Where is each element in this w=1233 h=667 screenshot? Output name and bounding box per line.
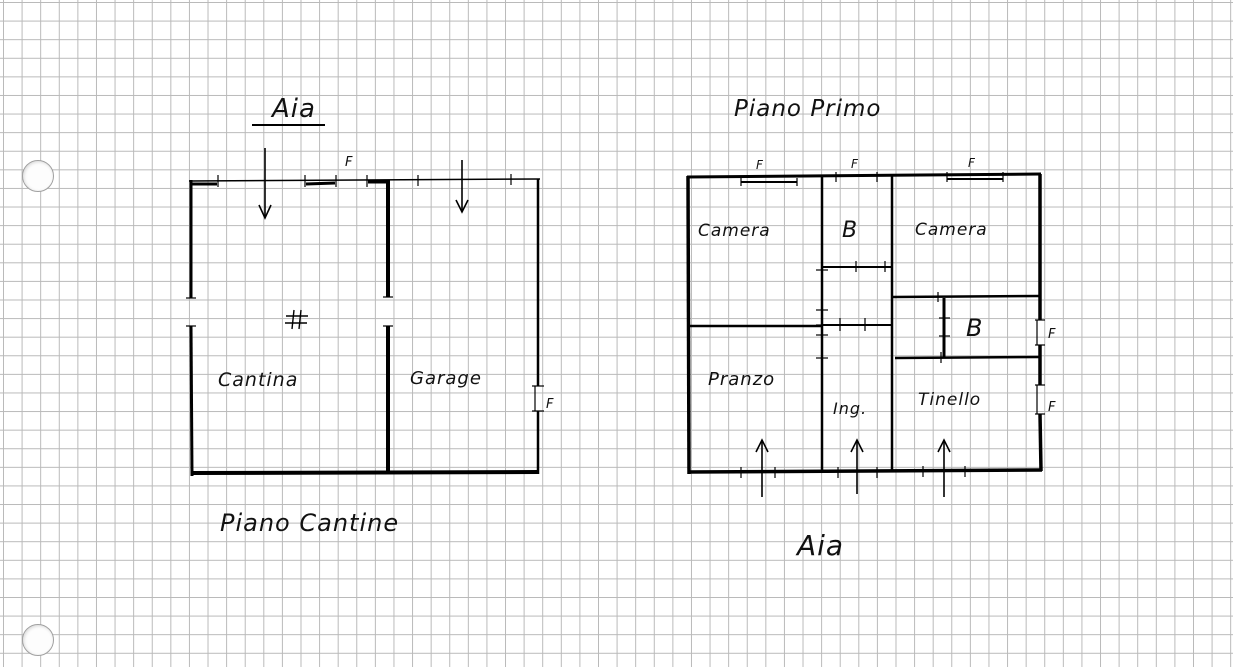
cantina-hash-mark: [285, 309, 308, 330]
cantine-top-wall: [188, 174, 541, 187]
room-label-bagno-top: B: [842, 218, 858, 243]
primo-entrance-arrow-ingresso: [850, 438, 864, 494]
primo-title: Piano Primo: [734, 96, 882, 122]
cantine-middle-wall: [383, 182, 393, 473]
cantine-entrance-arrow: [258, 148, 272, 220]
primo-entrance-arrow-tinello: [937, 438, 951, 497]
room-label-bagno-mid: B: [966, 314, 983, 342]
room-label-camera-right: Camera: [915, 220, 988, 240]
cantine-right-wall: [532, 179, 544, 474]
primo-bottom-door-marks: [740, 466, 966, 478]
room-label-cantina: Cantina: [218, 369, 298, 391]
room-label-ingresso: Ing.: [833, 399, 867, 418]
primo-window-top-3-label: F: [968, 156, 976, 170]
cantine-top-label: Aia: [270, 94, 316, 124]
primo-bottom-label: Aia: [795, 529, 844, 562]
room-label-garage: Garage: [410, 368, 482, 389]
primo-top-window-marks: [740, 172, 1004, 186]
garage-entrance-arrow: [455, 160, 469, 214]
binder-hole-bottom: [22, 624, 54, 656]
cantine-window-right-label: F: [546, 397, 554, 412]
cantine-bottom-wall: [190, 470, 540, 475]
primo-right-window-marks: [1035, 319, 1045, 415]
primo-interior-walls: [688, 176, 1041, 472]
cantine-left-wall: [186, 180, 196, 477]
primo-window-top-1-label: F: [756, 158, 764, 172]
primo-window-right-1-label: F: [1048, 327, 1056, 342]
primo-entrance-arrow-pranzo: [755, 438, 769, 497]
room-label-camera-left: Camera: [698, 221, 771, 241]
cantine-bottom-label: Piano Cantine: [220, 509, 399, 537]
primo-window-top-2-label: F: [851, 157, 859, 171]
plan-cantine: Aia F: [186, 94, 554, 537]
plan-primo: Piano Primo F F F: [686, 96, 1056, 562]
cantine-window-top-label: F: [345, 155, 353, 170]
primo-window-right-2-label: F: [1048, 400, 1056, 415]
primo-outer-walls: [686, 172, 1043, 475]
room-label-tinello: Tinello: [918, 390, 981, 410]
room-label-pranzo: Pranzo: [708, 369, 775, 390]
binder-hole-top: [22, 160, 54, 192]
